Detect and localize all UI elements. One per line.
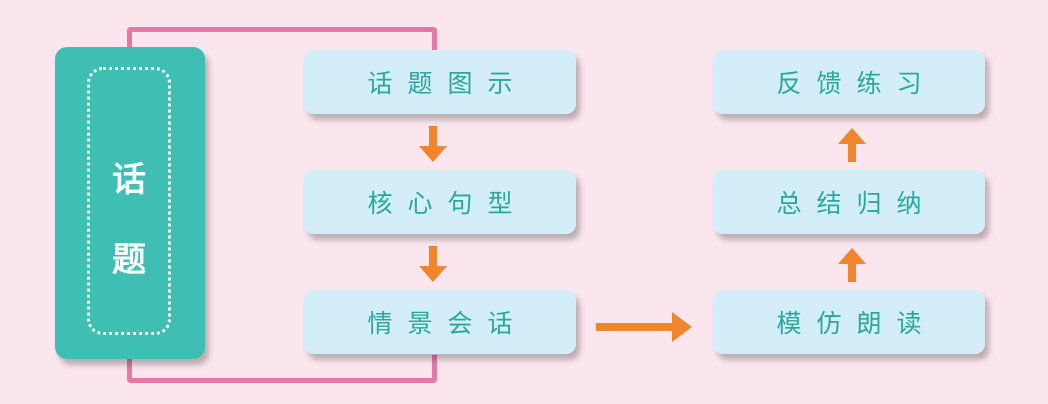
topic-dotted-frame: 话 题 [87,67,171,335]
step-core-sentences: 核心句型 [304,170,576,234]
step-topic-illustration: 话题图示 [304,50,576,114]
bracket-bottom [127,355,437,383]
topic-char-2: 题 [112,240,146,280]
step-feedback-practice: 反馈练习 [713,50,985,114]
arrow-down-icon [419,246,447,282]
step-imitate-read: 模仿朗读 [713,290,985,354]
bracket-top [127,27,437,53]
arrow-down-icon [419,126,447,162]
step-summarize: 总结归纳 [713,170,985,234]
topic-box: 话 题 [55,47,205,359]
arrow-up-icon [838,128,866,162]
arrow-up-icon [838,248,866,282]
topic-char-1: 话 [112,160,146,200]
step-situational-dialogue: 情景会话 [304,290,576,354]
arrow-right-icon [596,312,692,342]
